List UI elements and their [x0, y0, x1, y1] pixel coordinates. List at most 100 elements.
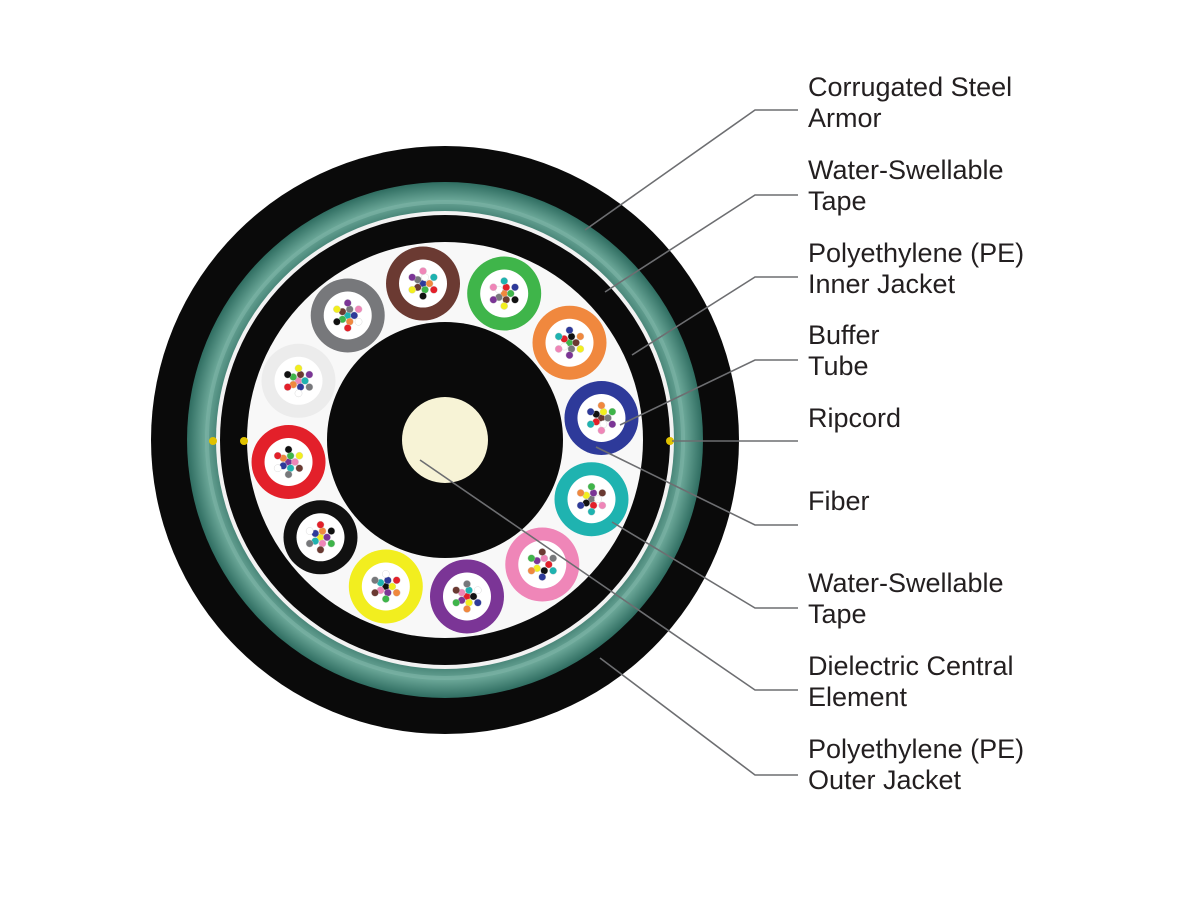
fiber — [430, 273, 438, 282]
buffer-tube-aqua — [554, 462, 629, 537]
buffer-tube-slate — [310, 278, 385, 353]
fiber — [384, 576, 392, 585]
fiber — [283, 383, 292, 391]
buffer-tube-rose — [505, 527, 580, 602]
fiber — [598, 489, 607, 497]
fiber — [540, 554, 549, 563]
fiber — [419, 267, 427, 275]
label-fiber: Fiber — [808, 486, 870, 516]
fiber — [608, 420, 617, 429]
leader-pe-outer-jacket — [599, 657, 798, 776]
fiber — [371, 576, 379, 585]
fiber — [594, 495, 602, 503]
fiber — [408, 285, 416, 294]
fiber — [354, 317, 363, 326]
fiber — [576, 489, 585, 497]
fiber — [295, 451, 304, 460]
fiber — [527, 566, 536, 575]
fiber — [500, 302, 508, 310]
fiber — [333, 317, 341, 326]
fiber — [323, 533, 331, 542]
leader-water-swellable-tape-outer — [604, 194, 798, 293]
fiber — [474, 598, 482, 607]
fiber — [333, 305, 341, 314]
leader-dielectric-central-element — [419, 459, 798, 691]
buffer-tube-white — [261, 343, 336, 418]
fiber — [599, 408, 608, 416]
fiber — [576, 345, 585, 353]
ripcord-left-outer — [209, 437, 217, 445]
fiber — [544, 560, 553, 569]
fiber — [343, 324, 352, 332]
fiber — [294, 364, 303, 373]
fiber — [327, 527, 336, 535]
fiber — [421, 285, 429, 294]
fiber — [489, 295, 498, 304]
fiber — [586, 407, 595, 416]
fiber — [500, 277, 508, 285]
fiber — [296, 383, 305, 391]
fiber — [419, 292, 427, 300]
fiber — [538, 573, 547, 581]
fiber — [597, 426, 606, 435]
fiber — [452, 598, 460, 607]
fiber — [589, 501, 598, 510]
fiber — [452, 586, 460, 595]
leader-corrugated-steel-armor — [584, 109, 798, 231]
fiber — [388, 582, 397, 591]
fiber — [408, 273, 416, 282]
label-corrugated-steel-armor: Corrugated Steel Armor — [808, 72, 1020, 133]
fiber — [474, 586, 482, 595]
label-water-swellable-tape-inner: Water-Swellable Tape — [808, 568, 1011, 629]
buffer-tube-brown — [386, 246, 461, 321]
cable-cross-section — [151, 146, 739, 734]
fiber — [604, 414, 612, 422]
fiber — [502, 283, 510, 292]
buffer-tube-green — [467, 256, 542, 331]
fiber — [286, 452, 295, 460]
fiber — [286, 464, 295, 472]
label-pe-inner-jacket: Polyethylene (PE) Inner Jacket — [808, 238, 1032, 299]
fiber — [554, 345, 563, 353]
fiber — [463, 605, 471, 613]
fiber — [345, 305, 354, 314]
label-water-swellable-tape-outer: Water-Swellable Tape — [808, 155, 1011, 216]
fiber — [295, 464, 304, 473]
fiber — [305, 370, 314, 379]
fiber — [305, 527, 314, 535]
ripcord-right — [666, 437, 674, 445]
buffer-tube-blue — [564, 381, 639, 456]
fiber — [382, 595, 390, 603]
fiber — [463, 580, 471, 588]
fiber — [382, 570, 390, 578]
fiber — [316, 520, 325, 529]
fiber — [421, 273, 429, 282]
fiber — [465, 598, 473, 607]
fiber — [284, 470, 293, 479]
fiber — [599, 420, 608, 428]
buffer-tube-violet — [429, 559, 504, 634]
fiber — [392, 588, 401, 597]
fiber — [567, 332, 576, 341]
fiber — [597, 401, 606, 410]
fiber — [291, 458, 299, 466]
buffer-tubes — [251, 246, 639, 634]
fiber — [576, 332, 585, 341]
fiber — [608, 407, 617, 416]
fiber — [371, 588, 379, 597]
fiber — [589, 489, 598, 497]
fiber — [586, 420, 595, 429]
fiber — [587, 507, 596, 516]
buffer-tube-black — [283, 500, 358, 575]
fiber — [350, 311, 359, 320]
fiber — [296, 370, 305, 379]
leader-fiber — [595, 446, 798, 526]
fiber — [572, 338, 580, 347]
fiber — [345, 317, 354, 326]
fiber — [294, 389, 303, 398]
fiber — [567, 345, 576, 353]
fiber — [489, 283, 498, 292]
fiber — [540, 566, 549, 575]
fiber — [305, 383, 314, 391]
